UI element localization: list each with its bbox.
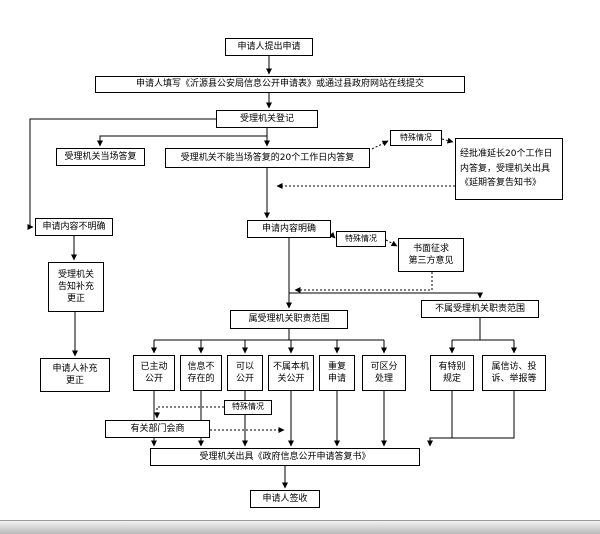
- node-applicant-submit: 申请人提出申请: [225, 38, 313, 56]
- node-issue-reply-document: 受理机关出具《政府信息公开申请答复书》: [150, 448, 420, 466]
- node-not-this-authority: 不属本机 关公开: [268, 355, 314, 391]
- node-extended-reply-notice: 经批准延长20个工作日内答复，受理机关出具《延期答复告知书》: [455, 138, 563, 200]
- node-separable-handling: 可区分 处理: [362, 355, 406, 391]
- edge-petition-join: [427, 391, 515, 447]
- node-fill-application-form: 申请人填写《沂源县公安局信息公开申请表》或通过县政府网站在线提交: [95, 76, 465, 93]
- node-petition-complaint-report: 属信访、投 诉、举报等: [482, 355, 546, 391]
- node-content-clear: 申请内容明确: [247, 220, 331, 238]
- node-notify-supplement-correction: 受理机关 告知补充 更正: [48, 262, 104, 312]
- edge-register-to-unclear: [27, 118, 216, 230]
- node-authority-register: 受理机关登记: [216, 110, 318, 128]
- node-special-case-2: 特殊情况: [336, 231, 386, 247]
- node-applicant-supplement-correction: 申请人补充 更正: [40, 358, 110, 392]
- node-applicant-sign-receipt: 申请人签收: [250, 490, 320, 508]
- node-special-provisions: 有特别 规定: [430, 355, 474, 391]
- node-reply-on-spot: 受理机关当场答复: [56, 148, 145, 166]
- edge-thirdparty-return: [294, 272, 433, 293]
- edge-branch-to-outscope: [289, 292, 483, 299]
- node-third-party-opinion: 书面征求 第三方意见: [398, 238, 464, 272]
- edge-special1-to-extend: [441, 137, 454, 144]
- node-already-disclosed: 已主动 公开: [133, 355, 175, 391]
- node-department-consultation: 有关部门会商: [105, 420, 210, 438]
- edge-register-to-onspot: [97, 135, 267, 147]
- node-can-disclose: 可以 公开: [227, 355, 263, 391]
- horizontal-scrollbar[interactable]: [0, 520, 600, 534]
- node-repeated-application: 重复 申请: [319, 355, 355, 391]
- edge-within20-to-special1: [371, 140, 389, 150]
- node-within-authority-scope: 属受理机关职责范围: [230, 310, 348, 329]
- node-special-case-1: 特殊情况: [390, 130, 442, 146]
- node-special-case-3: 特殊情况: [224, 400, 272, 415]
- node-reply-within-20-days: 受理机关不能当场答复的20个工作日内答复: [165, 148, 370, 168]
- node-outside-authority-scope: 不属受理机关职责范围: [421, 300, 539, 318]
- node-info-not-exist: 信息不 存在的: [180, 355, 222, 391]
- edge-clear-to-special2: [328, 231, 336, 239]
- node-content-unclear: 申请内容不明确: [35, 218, 113, 236]
